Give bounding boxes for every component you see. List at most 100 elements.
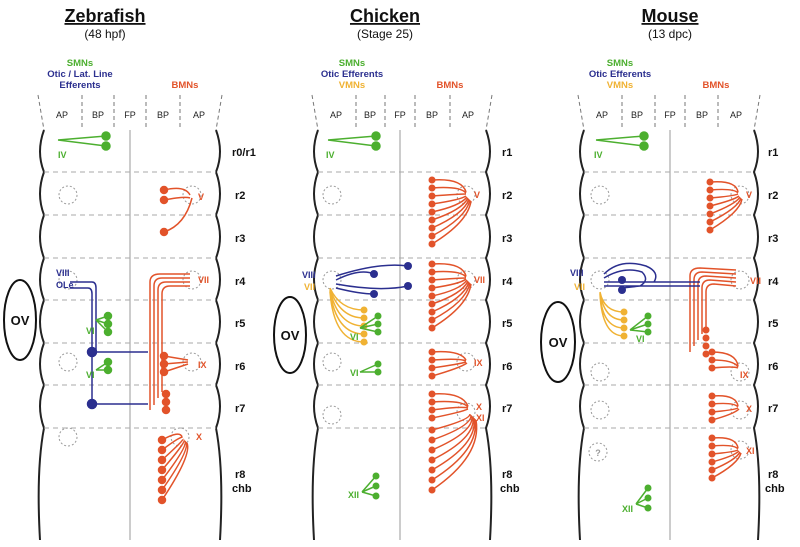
- panel-subtitle: (48 hpf): [84, 27, 125, 41]
- zone-ap-left: AP: [56, 110, 68, 120]
- nucleus-viii-label: VIII: [302, 270, 316, 280]
- nucleus-vii-label: VII: [198, 275, 209, 285]
- nucleus-iv-label: IV: [594, 150, 603, 160]
- nucleus-vii-vmn-label: VII: [304, 282, 315, 292]
- zone-ap-right: AP: [462, 110, 474, 120]
- header-efferents: Otic / Lat. Line: [47, 69, 112, 80]
- ov-label: OV: [549, 335, 568, 350]
- nucleus-xii-label: XII: [622, 504, 633, 514]
- rhombomere-label: chb: [232, 483, 252, 495]
- nucleus-ix: [711, 351, 739, 369]
- panel-zebrafish: Zebrafish (48 hpf) SMNs Otic / Lat. Line…: [3, 6, 256, 541]
- zone-ap-left: AP: [596, 110, 608, 120]
- nucleus-vi-label: VI: [350, 368, 359, 378]
- hindbrain-outline: [37, 129, 223, 541]
- header-efferents: Otic Efferents: [589, 69, 651, 80]
- rhombomere-label: r5: [768, 318, 778, 330]
- nucleus-ix-label: IX: [740, 370, 749, 380]
- header-efferents: Otic Efferents: [321, 69, 383, 80]
- nucleus-viii-label: VIII: [570, 268, 584, 278]
- rhombomere-label: r2: [768, 190, 778, 202]
- rhombomere-label: r5: [235, 318, 245, 330]
- rhombomere-label: r4: [502, 276, 513, 288]
- header-efferents-2: Efferents: [59, 80, 100, 91]
- nucleus-vi: [95, 311, 113, 375]
- zone-ap-right: AP: [193, 110, 205, 120]
- nucleus-xii-label: XII: [348, 490, 359, 500]
- zone-ap-right: AP: [730, 110, 742, 120]
- nucleus-vi-label: VI: [86, 370, 95, 380]
- header-bmns: BMNs: [437, 80, 464, 91]
- nucleus-xi-label: XI: [746, 446, 755, 456]
- header-vmns: VMNs: [339, 80, 365, 91]
- nucleus-viii-efferents: [603, 262, 700, 289]
- rhombomere-label: r8: [502, 469, 512, 481]
- nucleus-vi-label: VI: [350, 332, 359, 342]
- zone-bp-right: BP: [426, 110, 438, 120]
- nucleus-vii: [689, 267, 737, 352]
- rhombomere-label: r2: [235, 190, 245, 202]
- nucleus-ix-label: IX: [474, 358, 483, 368]
- zone-bp-left: BP: [92, 110, 104, 120]
- nucleus-x-label: X: [476, 402, 482, 412]
- nucleus-x-label: X: [746, 404, 752, 414]
- nucleus-vii-label: VII: [474, 275, 485, 285]
- nucleus-vi-label: VI: [636, 334, 645, 344]
- nucleus-vii: [149, 273, 190, 410]
- rhombomere-label: r4: [235, 276, 246, 288]
- unknown-label: ?: [595, 448, 601, 458]
- panel-title: Zebrafish: [64, 6, 145, 26]
- rhombomere-label: r3: [235, 233, 245, 245]
- nucleus-iv-label: IV: [326, 150, 335, 160]
- rhombomere-label: r3: [768, 233, 778, 245]
- rhombomere-label: chb: [765, 483, 785, 495]
- nucleus-viii-efferents: [335, 264, 409, 295]
- rhombomere-label: r1: [502, 147, 512, 159]
- rhombomere-label: r4: [768, 276, 779, 288]
- rhombomere-label: r7: [235, 403, 245, 415]
- nucleus-iv: [57, 131, 111, 151]
- rhombomere-label: r1: [768, 147, 778, 159]
- hindbrain-outline: [577, 129, 761, 541]
- zone-bp-left: BP: [364, 110, 376, 120]
- nucleus-iv-label: IV: [58, 150, 67, 160]
- header-bmns: BMNs: [703, 80, 730, 91]
- zone-fp: FP: [124, 110, 136, 120]
- nucleus-viii-efferents: [70, 281, 148, 410]
- nucleus-x-xi: [431, 393, 478, 491]
- rhombomere-label: r6: [502, 361, 512, 373]
- header-smns: SMNs: [607, 58, 633, 69]
- rhombomere-label: r0/r1: [232, 147, 256, 159]
- ov-label: OV: [281, 328, 300, 343]
- rhombomere-label: r7: [768, 403, 778, 415]
- nucleus-x-label: X: [196, 432, 202, 442]
- rhombomere-label: r6: [235, 361, 245, 373]
- nucleus-iv: [327, 131, 381, 151]
- rhombomere-label: r3: [502, 233, 512, 245]
- ov-label: OV: [11, 313, 30, 328]
- nucleus-vi: [359, 315, 379, 373]
- nucleus-ix: [159, 351, 189, 415]
- rhombomere-label: chb: [500, 483, 520, 495]
- nucleus-iv: [595, 131, 649, 151]
- nucleus-viii-label: VIII: [56, 268, 70, 278]
- otic-vesicle: [540, 301, 576, 383]
- nucleus-v: [159, 185, 193, 237]
- nucleus-ole-label: OLe: [56, 280, 74, 290]
- zone-fp: FP: [664, 110, 676, 120]
- rhombomere-label: r6: [768, 361, 778, 373]
- nucleus-x: [711, 394, 740, 421]
- rhombomere-label: r7: [502, 403, 512, 415]
- panel-subtitle: (13 dpc): [648, 27, 692, 41]
- panel-title: Mouse: [641, 6, 698, 26]
- zone-fp: FP: [394, 110, 406, 120]
- nucleus-v-label: V: [474, 190, 480, 200]
- otic-vesicle: [3, 279, 37, 361]
- panel-mouse: Mouse (13 dpc) SMNs Otic Efferents VMNs …: [540, 6, 785, 541]
- rhombomere-label: r8: [235, 469, 245, 481]
- nucleus-vii: [431, 263, 472, 329]
- nucleus-v: [709, 180, 743, 231]
- header-smns: SMNs: [67, 58, 93, 69]
